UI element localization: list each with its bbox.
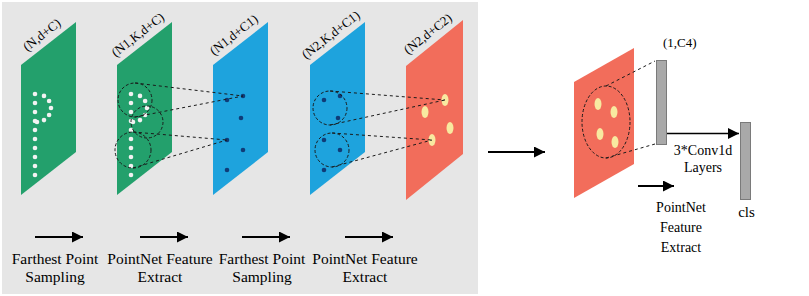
- point-dot: [129, 173, 134, 178]
- step-arrow: [242, 236, 290, 238]
- feature-plane: (N,d+C): [21, 0, 76, 195]
- projection-line: [606, 144, 655, 158]
- step-caption-box: Farthest Point Sampling: [9, 250, 101, 286]
- sampled-point: [322, 138, 327, 143]
- step-arrow: [140, 236, 188, 238]
- feature-plane: [574, 48, 634, 198]
- point-dot: [138, 94, 143, 99]
- projection-line: [135, 96, 243, 117]
- feature-point: [597, 128, 604, 140]
- point-dot: [47, 113, 52, 118]
- sampled-point: [322, 168, 327, 173]
- step-caption-box: PointNet Feature Extract: [649, 198, 713, 258]
- point-dot: [33, 101, 38, 106]
- feature-point: [612, 136, 619, 148]
- step-arrow: [35, 236, 83, 238]
- feature-point: [611, 106, 618, 118]
- point-dot: [42, 94, 47, 99]
- step-caption: PointNet Feature Extract: [104, 250, 216, 286]
- point-dot: [129, 137, 134, 142]
- sampled-point: [239, 116, 244, 121]
- dimension-label: (1,C4): [663, 35, 672, 51]
- grouping-circle: [315, 133, 349, 167]
- sampled-point: [322, 98, 327, 103]
- sampled-point: [225, 98, 230, 103]
- point-dot: [49, 106, 54, 111]
- sampled-point: [241, 148, 246, 153]
- point-dot: [129, 92, 134, 97]
- dimension-label: cls: [727, 203, 767, 221]
- sampled-point: [338, 148, 343, 153]
- point-dot: [33, 146, 38, 151]
- step-caption-box: Farthest Point Sampling: [216, 250, 308, 286]
- projection-line: [135, 83, 243, 96]
- feature-bar: cls: [740, 122, 751, 200]
- step-arrow: [638, 185, 674, 187]
- point-dot: [129, 110, 134, 115]
- point-dot: [35, 120, 40, 125]
- point-dot: [33, 137, 38, 142]
- sampled-point: [336, 116, 341, 121]
- edge-label-box: 3*Conv1d Layers: [670, 142, 736, 176]
- grouping-circle: [115, 132, 151, 168]
- step-caption-box: PointNet Feature Extract: [309, 250, 421, 286]
- point-dot: [33, 92, 38, 97]
- point-dot: [33, 128, 38, 133]
- point-dot: [138, 118, 143, 123]
- grouping-circle: [313, 91, 347, 125]
- point-dot: [33, 164, 38, 169]
- point-dot: [42, 118, 47, 123]
- feature-bar: (1,C4): [656, 60, 667, 145]
- feature-plane: (N1,d+C1): [213, 0, 268, 195]
- point-dot: [129, 155, 134, 160]
- point-dot: [129, 101, 134, 106]
- step-arrow: [345, 236, 393, 238]
- step-caption: Farthest Point Sampling: [9, 250, 101, 286]
- step-caption: PointNet Feature Extract: [649, 198, 713, 258]
- flow-arrow: [488, 151, 545, 153]
- feature-point: [595, 98, 602, 110]
- step-caption-box: PointNet Feature Extract: [104, 250, 216, 286]
- projection-line: [133, 140, 227, 168]
- projection-line: [332, 140, 432, 167]
- projection-line: [133, 132, 227, 140]
- projection-line: [606, 61, 655, 86]
- edge-label: 3*Conv1d Layers: [670, 142, 736, 176]
- projection-line: [330, 91, 445, 100]
- feature-plane: (N2,d+C2): [406, 0, 463, 200]
- point-dot: [33, 155, 38, 160]
- step-caption: PointNet Feature Extract: [309, 250, 421, 286]
- projection-line: [332, 133, 432, 140]
- feature-point: [422, 106, 429, 118]
- point-dot: [33, 173, 38, 178]
- point-dot: [129, 146, 134, 151]
- step-caption: Farthest Point Sampling: [216, 250, 308, 286]
- point-dot: [33, 110, 38, 115]
- projection-line: [330, 100, 445, 125]
- grouping-ellipse: [582, 86, 630, 158]
- feature-point: [447, 122, 454, 134]
- flow-connector: [667, 133, 739, 135]
- point-dot: [143, 99, 148, 104]
- sampled-point: [225, 168, 230, 173]
- point-dot: [47, 99, 52, 104]
